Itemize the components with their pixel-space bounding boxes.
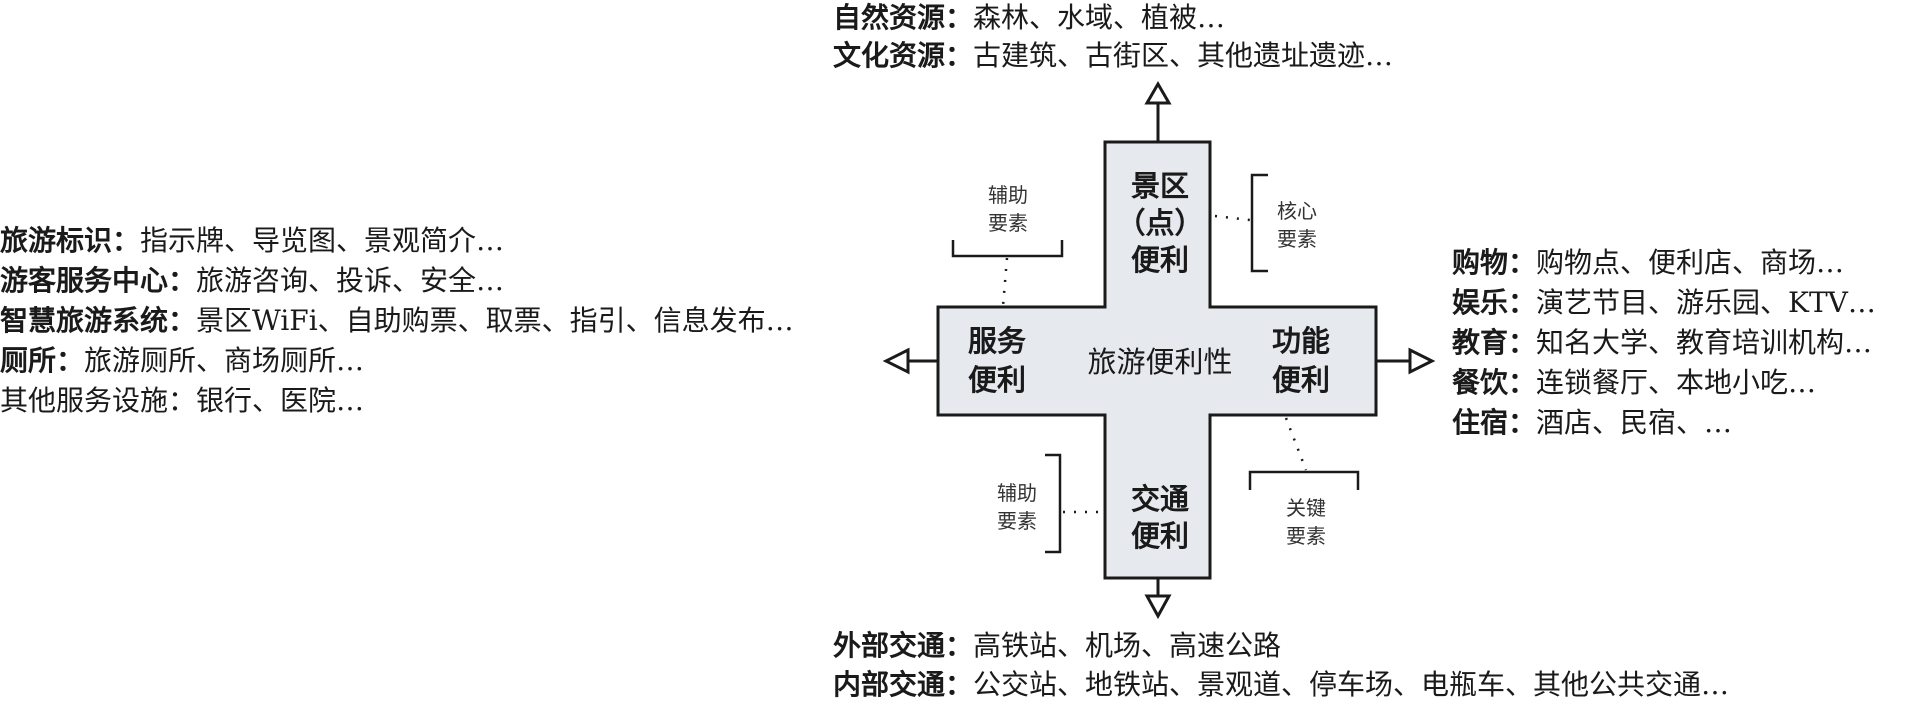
bracket-top-left-label-2: 要素 [988,211,1028,235]
right-list-item-dining: 餐饮：连锁餐厅、本地小吃… [1452,366,1817,399]
bracket-top-right [1214,173,1268,273]
right-list-item-lodging: 住宿：酒店、民宿、… [1452,406,1733,439]
left-list-item-other: 其他服务设施：银行、医院… [0,384,365,417]
left-arm-label-1: 服务 [968,324,1026,358]
top-arm-label-1: 景区 [1131,169,1189,203]
center-label: 旅游便利性 [1087,345,1232,379]
top-arm-label-2: （点） [1116,206,1203,240]
bracket-bottom-right-label-1: 关键 [1286,496,1326,520]
bottom-list-item-external: 外部交通：高铁站、机场、高速公路 [833,629,1282,662]
bottom-arm-label-1: 交通 [1131,482,1189,516]
right-arm-label-1: 功能 [1272,324,1330,358]
right-list-item-entertainment: 娱乐：演艺节目、游乐园、KTV… [1452,286,1876,319]
left-list-item-visitor-center: 游客服务中心：旅游咨询、投诉、安全… [0,264,505,297]
right-list-item-education: 教育：知名大学、教育培训机构… [1452,326,1873,359]
bracket-top-left-label-1: 辅助 [988,183,1028,207]
arrow-down [1144,578,1172,620]
bracket-bottom-left [1045,453,1100,554]
top-list-item-natural: 自然资源：森林、水域、植被… [833,1,1226,34]
left-list-item-signage: 旅游标识：指示牌、导览图、景观简介… [0,224,505,257]
top-arm-label-3: 便利 [1131,243,1189,277]
left-list-item-smart-system: 智慧旅游系统：景区WiFi、自助购票、取票、指引、信息发布… [0,304,794,337]
bracket-bottom-left-label-1: 辅助 [997,481,1037,505]
right-list-item-shopping: 购物：购物点、便利店、商场… [1452,246,1845,279]
bracket-bottom-right [1248,417,1360,490]
bracket-top-right-label-1: 核心 [1277,199,1317,223]
bottom-list-item-internal: 内部交通：公交站、地铁站、景观道、停车场、电瓶车、其他公共交通… [833,668,1730,701]
arrow-up [1144,81,1172,142]
left-arm-label-2: 便利 [968,363,1026,397]
cross-shape [936,140,1378,580]
bracket-top-right-label-2: 要素 [1277,227,1317,251]
bottom-arm-label-2: 便利 [1131,519,1189,553]
bracket-bottom-left-label-2: 要素 [997,509,1037,533]
right-arm-label-2: 便利 [1272,363,1330,397]
arrow-right [1376,347,1436,375]
arrow-left [882,347,938,375]
top-list-item-cultural: 文化资源：古建筑、古街区、其他遗址遗迹… [833,39,1394,72]
left-list-item-toilets: 厕所：旅游厕所、商场厕所… [0,344,365,377]
bracket-top-left [951,240,1064,307]
bracket-bottom-right-label-2: 要素 [1286,524,1326,548]
